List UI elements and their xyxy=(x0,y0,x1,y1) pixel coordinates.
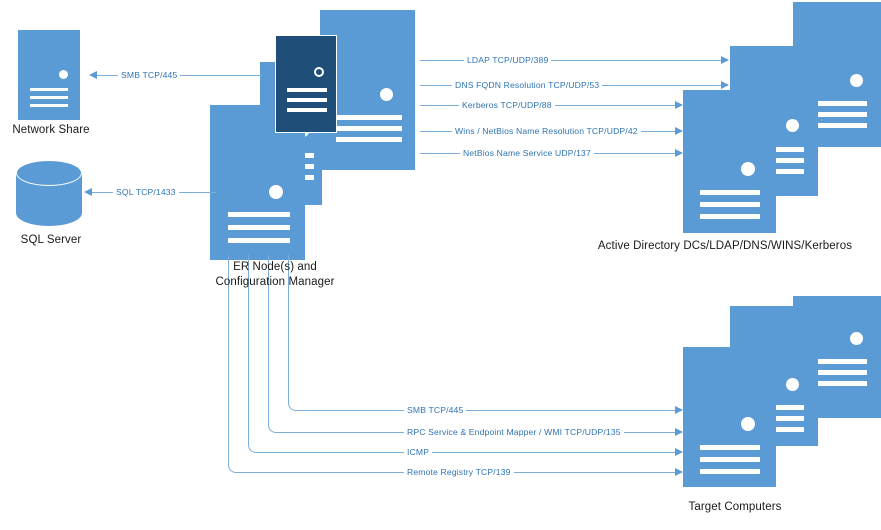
edge-label-dns-fqdn: DNS FQDN Resolution TCP/UDP/53 xyxy=(452,80,603,90)
caption-network-share: Network Share xyxy=(12,124,90,136)
caption-target-computers: Target Computers xyxy=(688,501,782,513)
edge-label-wins: Wins / NetBios Name Resolution TCP/UDP/4… xyxy=(452,126,641,136)
connector-ldap xyxy=(420,60,721,61)
arrowhead-kerberos xyxy=(675,100,683,109)
arrowhead-smb-targets xyxy=(675,405,683,414)
arrowhead-wins xyxy=(675,126,683,135)
server-tower-icon-configuration-manager xyxy=(275,35,337,133)
arrowhead-sql-server xyxy=(84,187,92,196)
arrowhead-rpc-wmi xyxy=(675,427,683,436)
server-tower-icon xyxy=(18,30,80,120)
connector-icmp-run xyxy=(405,452,675,453)
edge-label-netbios-ns: NetBios Name Service UDP/137 xyxy=(460,148,594,158)
edge-label-remote-registry: Remote Registry TCP/139 xyxy=(404,467,514,477)
edge-label-smb-targets: SMB TCP/445 xyxy=(404,405,467,415)
server-tower-icon-tc-front xyxy=(683,347,776,487)
arrowhead-ldap xyxy=(721,55,729,64)
edge-label-ldap: LDAP TCP/UDP/389 xyxy=(464,55,552,65)
connector-icmp xyxy=(248,255,414,453)
arrowhead-netbios-ns xyxy=(675,148,683,157)
connector-smb-targets xyxy=(288,255,414,411)
edge-label-sql-1433: SQL TCP/1433 xyxy=(113,187,179,197)
arrowhead-remote-registry xyxy=(675,467,683,476)
database-cylinder-icon xyxy=(16,160,82,228)
edge-label-icmp: ICMP xyxy=(404,447,433,457)
connector-remote-registry-run xyxy=(405,472,675,473)
connector-remote-registry xyxy=(228,255,414,473)
arrowhead-network-share xyxy=(89,70,97,79)
connector-smb-targets-run xyxy=(405,410,675,411)
edge-label-smb-network-share: SMB TCP/445 xyxy=(118,70,181,80)
arrowhead-dns-fqdn xyxy=(721,80,729,89)
connector-rpc-wmi xyxy=(268,255,414,433)
caption-er-node: ER Node(s) and Configuration Manager xyxy=(215,261,335,288)
edge-label-kerberos: Kerberos TCP/UDP/88 xyxy=(459,100,555,110)
server-tower-icon-ad-front xyxy=(683,90,776,233)
caption-sql-server: SQL Server xyxy=(20,234,82,246)
arrowhead-icmp xyxy=(675,447,683,456)
edge-label-rpc-wmi: RPC Service & Endpoint Mapper / WMI TCP/… xyxy=(404,427,624,437)
caption-active-directory: Active Directory DCs/LDAP/DNS/WINS/Kerbe… xyxy=(597,240,853,252)
